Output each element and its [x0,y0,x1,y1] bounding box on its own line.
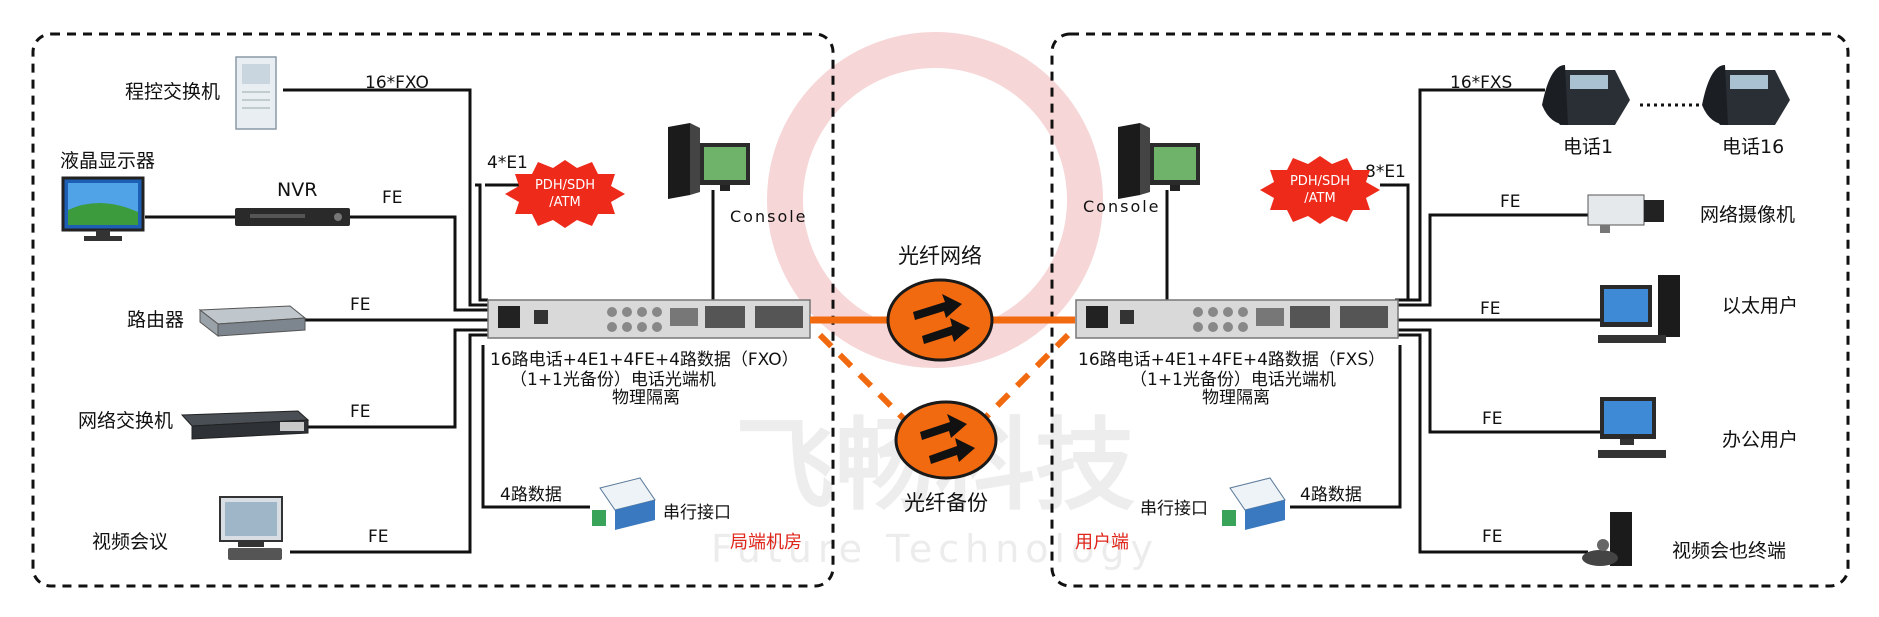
caption-left-line1: 16路电话+4E1+4FE+4路数据（FXO） [490,350,799,370]
label-link-ethernet-user: FE [1480,299,1501,319]
label-video-terminal: 视频会也终端 [1672,540,1786,562]
label-fiber-backup: 光纤备份 [904,491,988,515]
camera-icon [1587,194,1664,233]
label-link-switch: FE [350,402,371,422]
pdh-badge-right-line1: PDH/SDH [1290,174,1350,189]
console-pc-left-icon [668,123,750,199]
label-link-nvr: FE [382,188,403,208]
link-switch [308,328,488,429]
right-site-box [1050,32,1850,588]
label-link-e1-right: 8*E1 [1365,162,1406,182]
pdh-badge-left-line1: PDH/SDH [535,178,595,193]
link-video-conf [290,333,488,554]
label-phone1: 电话1 [1563,136,1613,158]
label-camera: 网络摄像机 [1700,204,1795,226]
right-site [1165,88,1600,554]
fiber-backup-line-right [982,332,1071,421]
fiber-backup-node [894,400,998,480]
watermark-company-en: Future Technology [711,527,1159,571]
link-video-terminal [1398,333,1588,554]
link-pbx [283,88,488,307]
caption-right-line2: （1+1光备份）电话光端机 [1130,370,1336,390]
label-nvr: NVR [277,179,317,201]
label-router: 路由器 [127,309,184,331]
link-serial-right [1290,345,1402,509]
caption-right-line1: 16路电话+4E1+4FE+4路数据（FXS） [1078,350,1385,370]
label-link-router: FE [350,295,371,315]
fiber-backup-line-left [817,332,908,423]
optical-unit-right [1075,299,1399,339]
phone1-icon [1542,65,1630,125]
left-site [145,88,715,554]
pdh-badge-right: PDH/SDH /ATM [1260,156,1380,224]
caption-left-line3: 物理隔离 [612,388,680,408]
lcd-monitor-icon [61,176,145,241]
video-conference-icon [219,496,283,560]
label-office-user: 办公用户 [1722,429,1798,451]
link-e1-right [1380,183,1410,302]
label-console-right: Console [1083,197,1161,216]
link-office-user [1398,328,1600,434]
label-phone16: 电话16 [1722,136,1784,158]
label-link-office-user: FE [1482,409,1503,429]
link-e1 [475,183,488,302]
ethernet-user-pc-icon [1598,275,1680,343]
nvr-icon [235,208,350,226]
console-pc-right-icon [1118,123,1200,199]
pdh-badge-left: PDH/SDH /ATM [505,160,625,228]
video-terminal-icon [1582,512,1632,566]
label-link-video-terminal: FE [1482,527,1503,547]
label-serial-right: 串行接口 [1140,499,1208,519]
label-link-serial-left: 4路数据 [500,485,562,505]
serial-converter-left-icon [592,477,656,530]
label-serial-left: 串行接口 [663,503,731,523]
label-link-e1: 4*E1 [487,153,528,173]
label-switch: 网络交换机 [78,410,173,432]
label-video-conf: 视频会议 [92,531,168,553]
router-icon [198,305,307,338]
label-left-area: 局端机房 [730,532,802,553]
left-site-box [31,32,835,588]
link-phones [1398,88,1545,302]
serial-converter-right-icon [1222,477,1286,530]
label-link-phones: 16*FXS [1450,73,1512,93]
caption-right-line3: 物理隔离 [1202,388,1270,408]
label-link-serial-right: 4路数据 [1300,485,1362,505]
label-link-camera: FE [1500,192,1521,212]
label-pbx: 程控交换机 [125,81,220,103]
label-lcd: 液晶显示器 [60,150,155,172]
label-ethernet-user: 以太用户 [1722,295,1798,317]
fiber-main-node [886,278,994,362]
pbx-icon [235,56,277,130]
office-user-pc-icon [1598,397,1666,458]
optical-unit-left [487,299,811,339]
pdh-badge-left-line2: /ATM [549,195,580,210]
switch-icon [180,410,310,440]
phone16-icon [1702,65,1790,125]
label-link-video-conf: FE [368,527,389,547]
label-link-pbx: 16*FXO [365,73,429,93]
link-serial [481,345,590,509]
label-console-left: Console [730,207,808,226]
caption-left-line2: （1+1光备份）电话光端机 [510,370,716,390]
pdh-badge-right-line2: /ATM [1304,191,1335,206]
link-camera [1398,213,1588,307]
link-nvr [350,215,488,312]
label-fiber-main: 光纤网络 [898,244,982,268]
label-right-area: 用户端 [1075,532,1129,553]
